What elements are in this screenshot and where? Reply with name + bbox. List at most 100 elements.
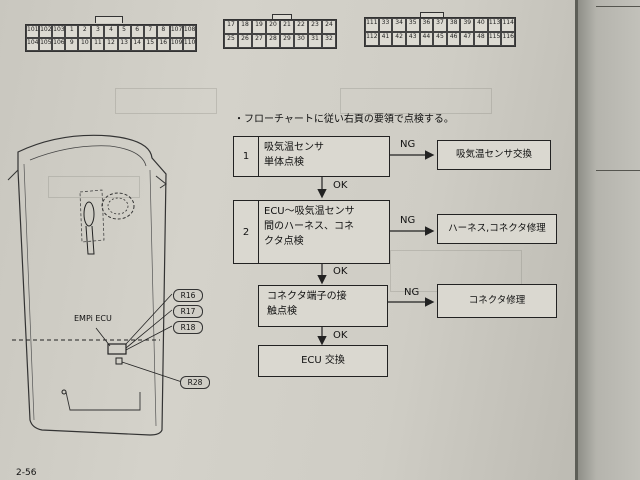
pin: 106 [52,38,66,51]
pin: 22 [294,20,308,34]
ok-label-3: OK [333,330,348,341]
pin: 108 [182,25,196,38]
pin: 7 [143,25,157,38]
step-text-line: クタ点検 [264,236,304,247]
pin: 35 [405,18,420,32]
step-text-line: コネクタ端子の接 [267,291,347,302]
pin: 46 [446,32,461,46]
ghost-box [340,88,492,114]
step-text: ECU～吸気温センサ 間のハーネス、コネ クタ点検 [264,204,385,249]
pin: 109 [169,38,183,51]
pin: 36 [419,18,434,32]
pin: 102 [39,25,53,38]
result-connector-repair: コネクタ修理 [437,284,557,318]
connector-latch [420,12,444,19]
pin: 48 [474,32,488,46]
step-text-line: 触点検 [267,306,297,317]
pin: 2 [78,25,92,38]
pin: 5 [117,25,131,38]
connector-pin-grid-3: 111 33 34 35 36 37 38 39 40 113 114 112 … [364,17,516,47]
pin: 38 [446,18,461,32]
step-text: 吸気温センサ 単体点検 [264,140,385,170]
ng-label-2: NG [400,215,416,226]
pin: 29 [280,34,294,48]
ref-callout-r28: R28 [180,376,210,389]
pin: 115 [487,32,502,46]
pin: 17 [224,20,238,34]
ng-label-1: NG [400,139,416,150]
pin: 28 [266,34,280,48]
pin: 110 [182,38,196,51]
pin: 18 [238,20,252,34]
pin: 39 [460,18,475,32]
pin: 23 [308,20,322,34]
pin: 47 [460,32,475,46]
vehicle-outline-diagram [7,134,183,436]
step-number: 1 [234,137,259,176]
pin: 24 [322,20,336,34]
pin: 10 [78,38,92,51]
pin: 101 [26,25,40,38]
connector-pin-grid-2: 17 18 19 20 21 22 23 24 25 26 27 28 29 3… [223,19,337,49]
ghost-box [115,88,217,114]
step-text-line: 間のハーネス、コネ [264,221,354,232]
step-text-line: 吸気温センサ [264,142,324,153]
ecu-label: EMPi ECU [74,314,112,323]
pin: 45 [433,32,447,46]
pin: 30 [294,34,308,48]
ghost-box [48,176,140,198]
pin: 14 [130,38,144,51]
pin: 41 [378,32,393,46]
pin: 27 [252,34,266,48]
ok-label-2: OK [333,266,348,277]
flow-step-3: コネクタ端子の接 触点検 [258,285,388,327]
pin: 19 [252,20,266,34]
manual-page: 101 102 103 1 2 3 4 5 6 7 8 107 108 104 … [0,0,575,480]
pin: 15 [143,38,157,51]
result-harness-repair: ハーネス,コネクタ修理 [437,214,557,244]
pin: 111 [365,18,379,32]
pin: 13 [117,38,131,51]
connector-pin-grid-1: 101 102 103 1 2 3 4 5 6 7 8 107 108 104 … [25,24,197,52]
pin: 107 [169,25,183,38]
instruction-text: ・フローチャートに従い右頁の要領で点検する。 [234,114,454,125]
pin: 105 [39,38,53,51]
pin: 25 [224,34,238,48]
pin: 9 [65,38,79,51]
divider [596,170,640,171]
pin: 112 [365,32,379,46]
step-text-line: ECU～吸気温センサ [264,206,355,217]
ok-label-1: OK [333,180,348,191]
facing-page-edge [578,0,640,480]
pin: 103 [52,25,66,38]
flow-step-2: 2 ECU～吸気温センサ 間のハーネス、コネ クタ点検 [233,200,390,264]
pin: 104 [26,38,40,51]
divider [596,6,640,7]
ref-callout-r17: R17 [173,305,203,318]
step-text: コネクタ端子の接 触点検 [267,289,383,319]
pin: 12 [104,38,118,51]
pin: 32 [322,34,336,48]
pin: 21 [280,20,294,34]
pin: 43 [405,32,420,46]
flow-step-ecu-replace: ECU 交換 [258,345,388,377]
step-number: 2 [234,201,259,263]
page-number: 2-56 [16,468,37,478]
pin: 113 [487,18,502,32]
ref-callout-r16: R16 [173,289,203,302]
pin: 3 [91,25,105,38]
pin: 31 [308,34,322,48]
result-sensor-replace: 吸気温センサ交換 [437,140,551,170]
pin: 6 [130,25,144,38]
flow-arrows [317,150,435,346]
pin: 8 [156,25,170,38]
pin: 44 [419,32,434,46]
flow-step-1: 1 吸気温センサ 単体点検 [233,136,390,177]
pin: 16 [156,38,170,51]
pin: 4 [104,25,118,38]
pin: 40 [474,18,488,32]
pin: 116 [501,32,515,46]
step-text-line: 単体点検 [264,157,304,168]
pin: 11 [91,38,105,51]
pin: 1 [65,25,79,38]
